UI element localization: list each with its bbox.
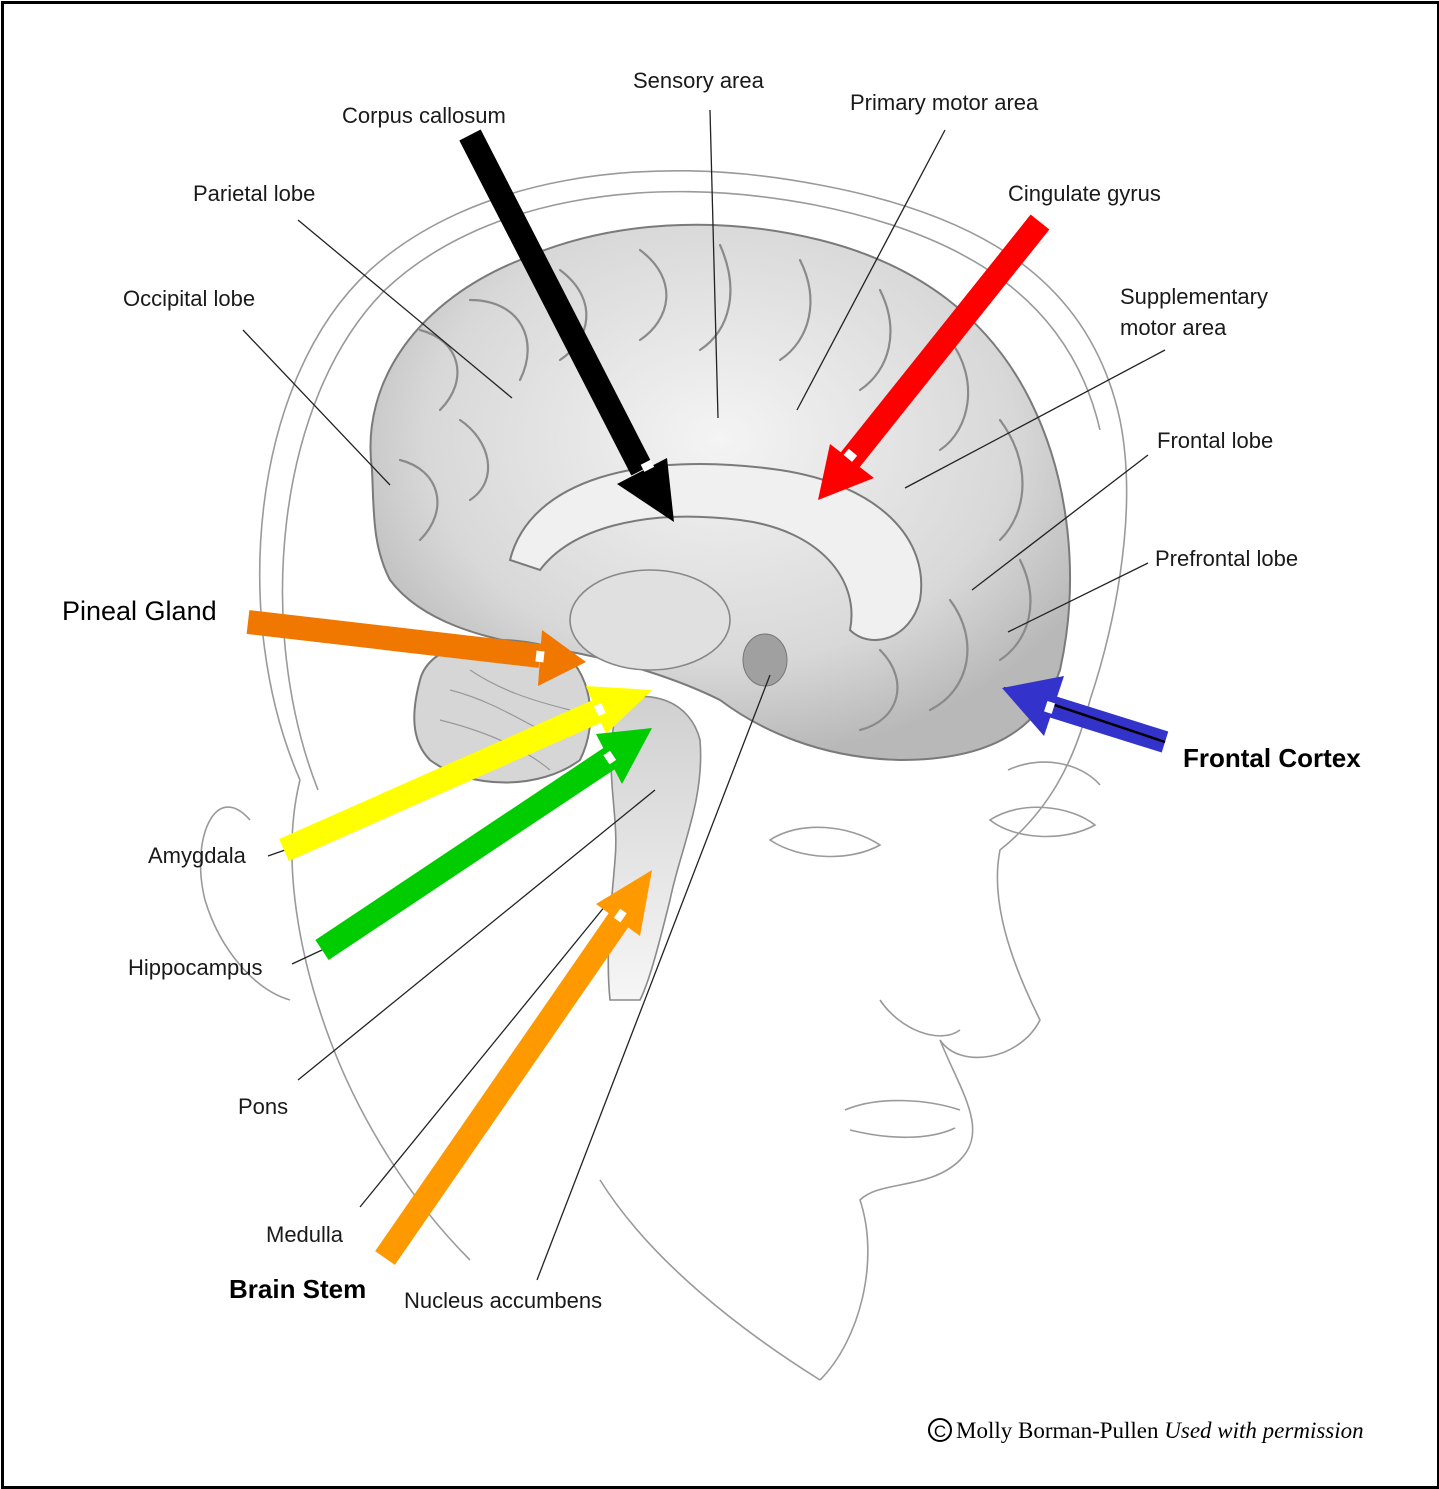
frontal-cortex-arrow [1002,676,1165,742]
label-pons: Pons [238,1094,288,1120]
label-pineal-gland: Pineal Gland [62,595,217,627]
credit-note: Used with permission [1164,1418,1363,1443]
label-frontal-lobe: Frontal lobe [1157,428,1273,454]
nucleus-accumbens-spot [743,634,787,686]
label-sensory-area: Sensory area [633,68,764,94]
label-primary-motor-area: Primary motor area [850,90,1038,116]
copyright-icon: C [928,1418,952,1442]
label-medulla: Medulla [266,1222,343,1248]
label-hippocampus: Hippocampus [128,955,263,981]
label-supplementary-line2: motor area [1120,315,1226,341]
brain-stem-arrow [385,870,652,1258]
label-frontal-cortex: Frontal Cortex [1183,743,1361,774]
label-parietal-lobe: Parietal lobe [193,181,315,207]
label-supplementary-line1: Supplementary [1120,284,1268,310]
label-amygdala: Amygdala [148,843,246,869]
label-cingulate-gyrus: Cingulate gyrus [1008,181,1161,207]
credit-author: Molly Borman-Pullen [956,1418,1159,1443]
label-prefrontal-lobe: Prefrontal lobe [1155,546,1298,572]
copyright-credit: CMolly Borman-Pullen Used with permissio… [928,1418,1364,1444]
label-brain-stem: Brain Stem [229,1274,366,1305]
label-nucleus-accumbens: Nucleus accumbens [404,1288,602,1314]
label-occipital-lobe: Occipital lobe [123,286,255,312]
label-corpus-callosum: Corpus callosum [342,103,506,129]
thalamus [570,570,730,670]
